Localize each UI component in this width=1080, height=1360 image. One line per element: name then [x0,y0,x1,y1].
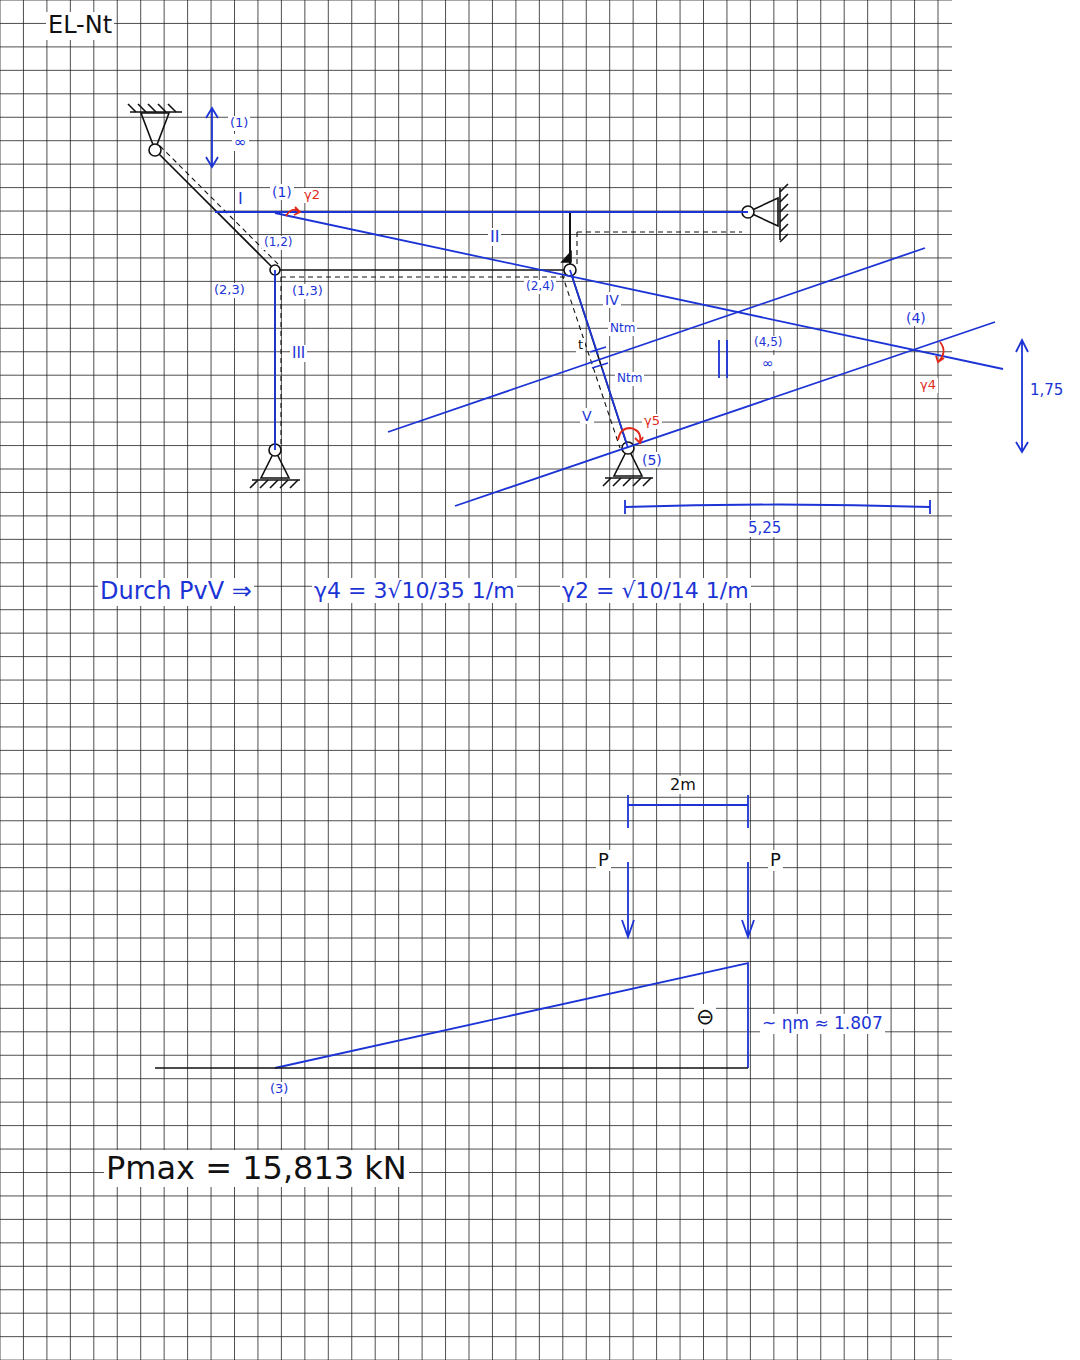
grid-line [0,984,952,985]
grid-line [0,1078,952,1079]
grid-line [0,680,952,681]
rotation-label: γ5 [642,414,662,429]
structure [128,104,788,488]
result-formula: γ2 = √10/14 1/m [560,578,751,603]
grid-line [0,1266,952,1267]
pole-label: (1,3) [290,284,325,299]
dimension-label: 1,75 [1028,382,1065,399]
hinges [149,144,754,456]
grid-line [0,281,952,282]
grid-line [0,703,952,704]
grid-line [0,633,952,634]
grid-line [0,938,952,939]
grid-line [0,257,952,258]
grid-line [0,961,952,962]
grid-line [0,1219,952,1220]
member-number: V [580,408,594,424]
member-number: II [488,228,501,246]
grid-line [0,46,952,47]
grid-line [0,211,952,212]
grid-line [0,562,952,563]
grid-line [0,140,952,141]
grid-paper [0,0,952,1360]
grid-line [0,1289,952,1290]
grid-line [0,656,952,657]
grid-line [0,164,952,165]
grid-line [0,515,952,516]
result-text: Pmax = 15,813 kN [104,1150,409,1187]
grid-line [0,70,952,71]
grid-line [0,773,952,774]
force-label: Ntm [615,372,644,386]
load-label: P [768,850,783,871]
grid-line [0,234,952,235]
infinity-mark: ∞ [760,355,776,371]
sheet-title: EL-Nt [46,12,114,40]
grid-line [0,1008,952,1009]
grid-line [0,844,952,845]
grid-line [0,1336,952,1337]
grid-line [0,23,952,24]
force-label: Ntm [608,322,637,336]
result-formula: γ4 = 3√10/35 1/m [312,578,517,603]
pole-label: (2,4) [524,280,556,294]
grid-line [0,609,952,610]
pole-label: (1,2) [262,236,294,250]
note-text: Durch PvV ⇒ [98,578,254,606]
grid-line [0,1242,952,1243]
grid-line [0,93,952,94]
dimension-label: 2m [668,776,698,794]
member-number: I [236,190,245,208]
grid-line [0,351,952,352]
grid-line [0,304,952,305]
sign-mark: ⊖ [694,1004,716,1029]
grid-line [0,867,952,868]
grid-line [0,1313,952,1314]
grid-line [0,375,952,376]
grid-line [0,398,952,399]
cut-label: t [576,338,585,353]
point-number: (4) [904,310,928,326]
infinity-mark: ∞ [232,134,249,151]
grid-line [0,469,952,470]
point-number: (1) [228,116,250,131]
pole-label: (4,5) [752,336,784,350]
load-label: P [596,850,611,871]
grid-line [0,914,952,915]
grid-line [0,1102,952,1103]
grid-line [0,422,952,423]
displacement-lines [206,108,1028,1068]
grid-line [0,750,952,751]
grid-line [0,820,952,821]
point-number: (1) [270,184,294,200]
grid-line [0,1125,952,1126]
grid-line [0,445,952,446]
point-number: (5) [640,452,664,468]
grid-line [0,1055,952,1056]
grid-line [0,726,952,727]
grid-line [0,1195,952,1196]
grid-line [0,797,952,798]
pole-label: (2,3) [212,283,247,298]
rotation-label: γ4 [918,378,938,393]
grid-line [0,539,952,540]
rotation-label: γ2 [302,188,322,203]
grid-line [0,492,952,493]
rotation-arrows [286,207,944,443]
member-number: IV [603,292,621,308]
dimension-label: 5,25 [746,520,783,537]
grid-line [0,891,952,892]
baseline [155,1067,748,1069]
ordinate-value: ~ ηm ≈ 1.807 [760,1014,885,1034]
member-number: III [290,345,307,362]
grid-line [0,0,952,1]
grid-line [0,187,952,188]
point-number: (3) [268,1082,290,1097]
